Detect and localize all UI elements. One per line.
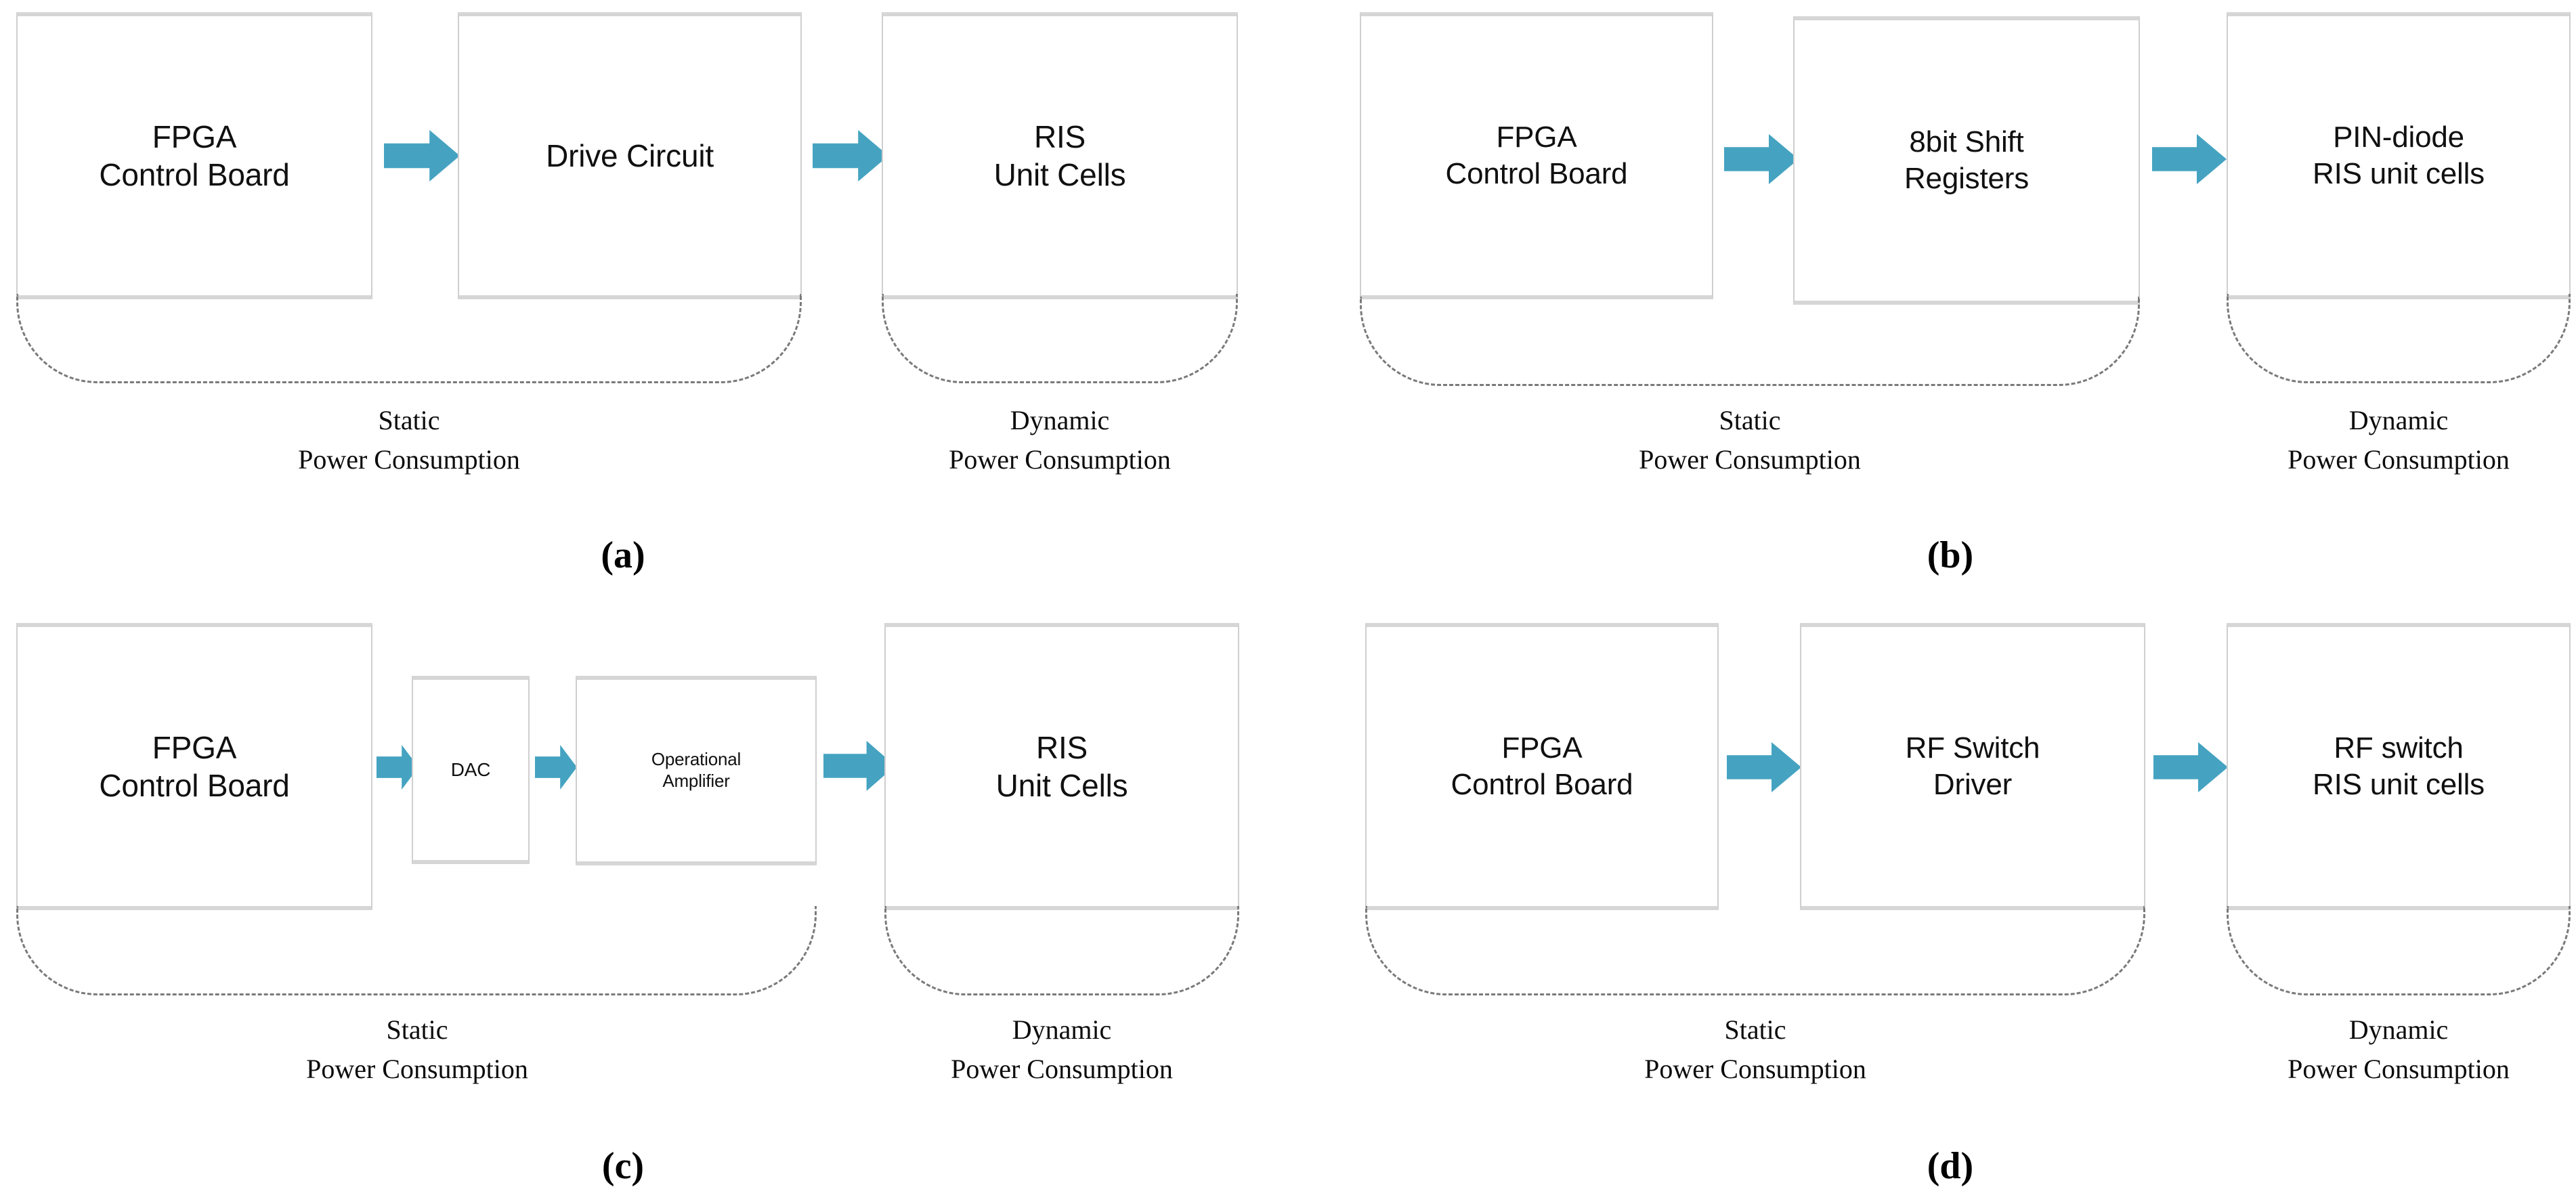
panel-c-box-dac: DAC — [412, 676, 530, 864]
panel-a-arrow-drive-to-ris — [813, 130, 888, 181]
panel-a-dynamic-power-label: Dynamic Power Consumption — [949, 405, 1171, 475]
panel-a-static-power-brace — [16, 294, 802, 383]
panel-c-arrow-dac-to-opamp — [535, 745, 577, 790]
panel-d-static-power-brace — [1365, 906, 2145, 995]
panel-c-box-operational-amplifier: Operational Amplifier — [576, 676, 817, 865]
panel-a-box-drive-circuit: Drive Circuit — [458, 12, 802, 299]
panel-b-box-shift-registers: 8bit Shift Registers — [1793, 16, 2140, 305]
panel-a: FPGA Control Board Drive Circuit RIS Uni… — [0, 0, 1287, 596]
panel-d-dynamic-power-brace — [2227, 906, 2571, 995]
panel-c-caption: (c) — [601, 1145, 645, 1187]
panel-d-arrow-rf-switch-driver-to-ris — [2153, 742, 2228, 792]
panel-b: FPGA Control Board 8bit Shift Registers … — [1321, 0, 2576, 596]
panel-b-static-power-label: Static Power Consumption — [1639, 405, 1861, 475]
panel-a-arrow-fpga-to-drive — [384, 130, 460, 181]
panel-b-static-power-brace — [1360, 297, 2140, 386]
panel-c-static-power-brace — [16, 906, 817, 995]
panel-b-caption: (b) — [1927, 534, 1974, 576]
panel-d-static-power-label: Static Power Consumption — [1644, 1014, 1866, 1084]
panel-b-box-fpga-control-board: FPGA Control Board — [1360, 12, 1713, 299]
panel-b-dynamic-power-brace — [2227, 294, 2571, 383]
panel-c-box-ris-unit-cells: RIS Unit Cells — [884, 623, 1239, 910]
panel-a-dynamic-power-brace — [882, 294, 1238, 383]
panel-d-box-fpga-control-board: FPGA Control Board — [1365, 623, 1719, 910]
panel-b-box-pin-diode-ris-unit-cells: PIN-diode RIS unit cells — [2227, 12, 2571, 299]
panel-c-dynamic-power-brace — [884, 906, 1239, 995]
panel-c-dynamic-power-label: Dynamic Power Consumption — [951, 1014, 1173, 1084]
panel-d-caption: (d) — [1927, 1145, 1974, 1187]
panel-c-static-power-label: Static Power Consumption — [306, 1014, 528, 1084]
panel-c-box-fpga-control-board: FPGA Control Board — [16, 623, 372, 910]
panel-a-static-power-label: Static Power Consumption — [298, 405, 520, 475]
panel-b-arrow-shift-registers-to-pin-diode — [2152, 134, 2227, 184]
panel-a-caption: (a) — [601, 534, 645, 576]
panel-b-dynamic-power-label: Dynamic Power Consumption — [2288, 405, 2510, 475]
panel-a-box-ris-unit-cells: RIS Unit Cells — [882, 12, 1238, 299]
panel-d: FPGA Control Board RF Switch Driver RF s… — [1321, 609, 2576, 1204]
panel-b-arrow-fpga-to-shift-registers — [1724, 134, 1799, 184]
panel-c: FPGA Control Board DAC Operational Ampli… — [0, 609, 1287, 1204]
panel-d-box-rf-switch-driver: RF Switch Driver — [1800, 623, 2145, 910]
panel-a-box-fpga-control-board: FPGA Control Board — [16, 12, 372, 299]
panel-d-dynamic-power-label: Dynamic Power Consumption — [2288, 1014, 2510, 1084]
panel-d-arrow-fpga-to-rf-switch-driver — [1727, 742, 1801, 792]
panel-d-box-rf-switch-ris-unit-cells: RF switch RIS unit cells — [2227, 623, 2571, 910]
